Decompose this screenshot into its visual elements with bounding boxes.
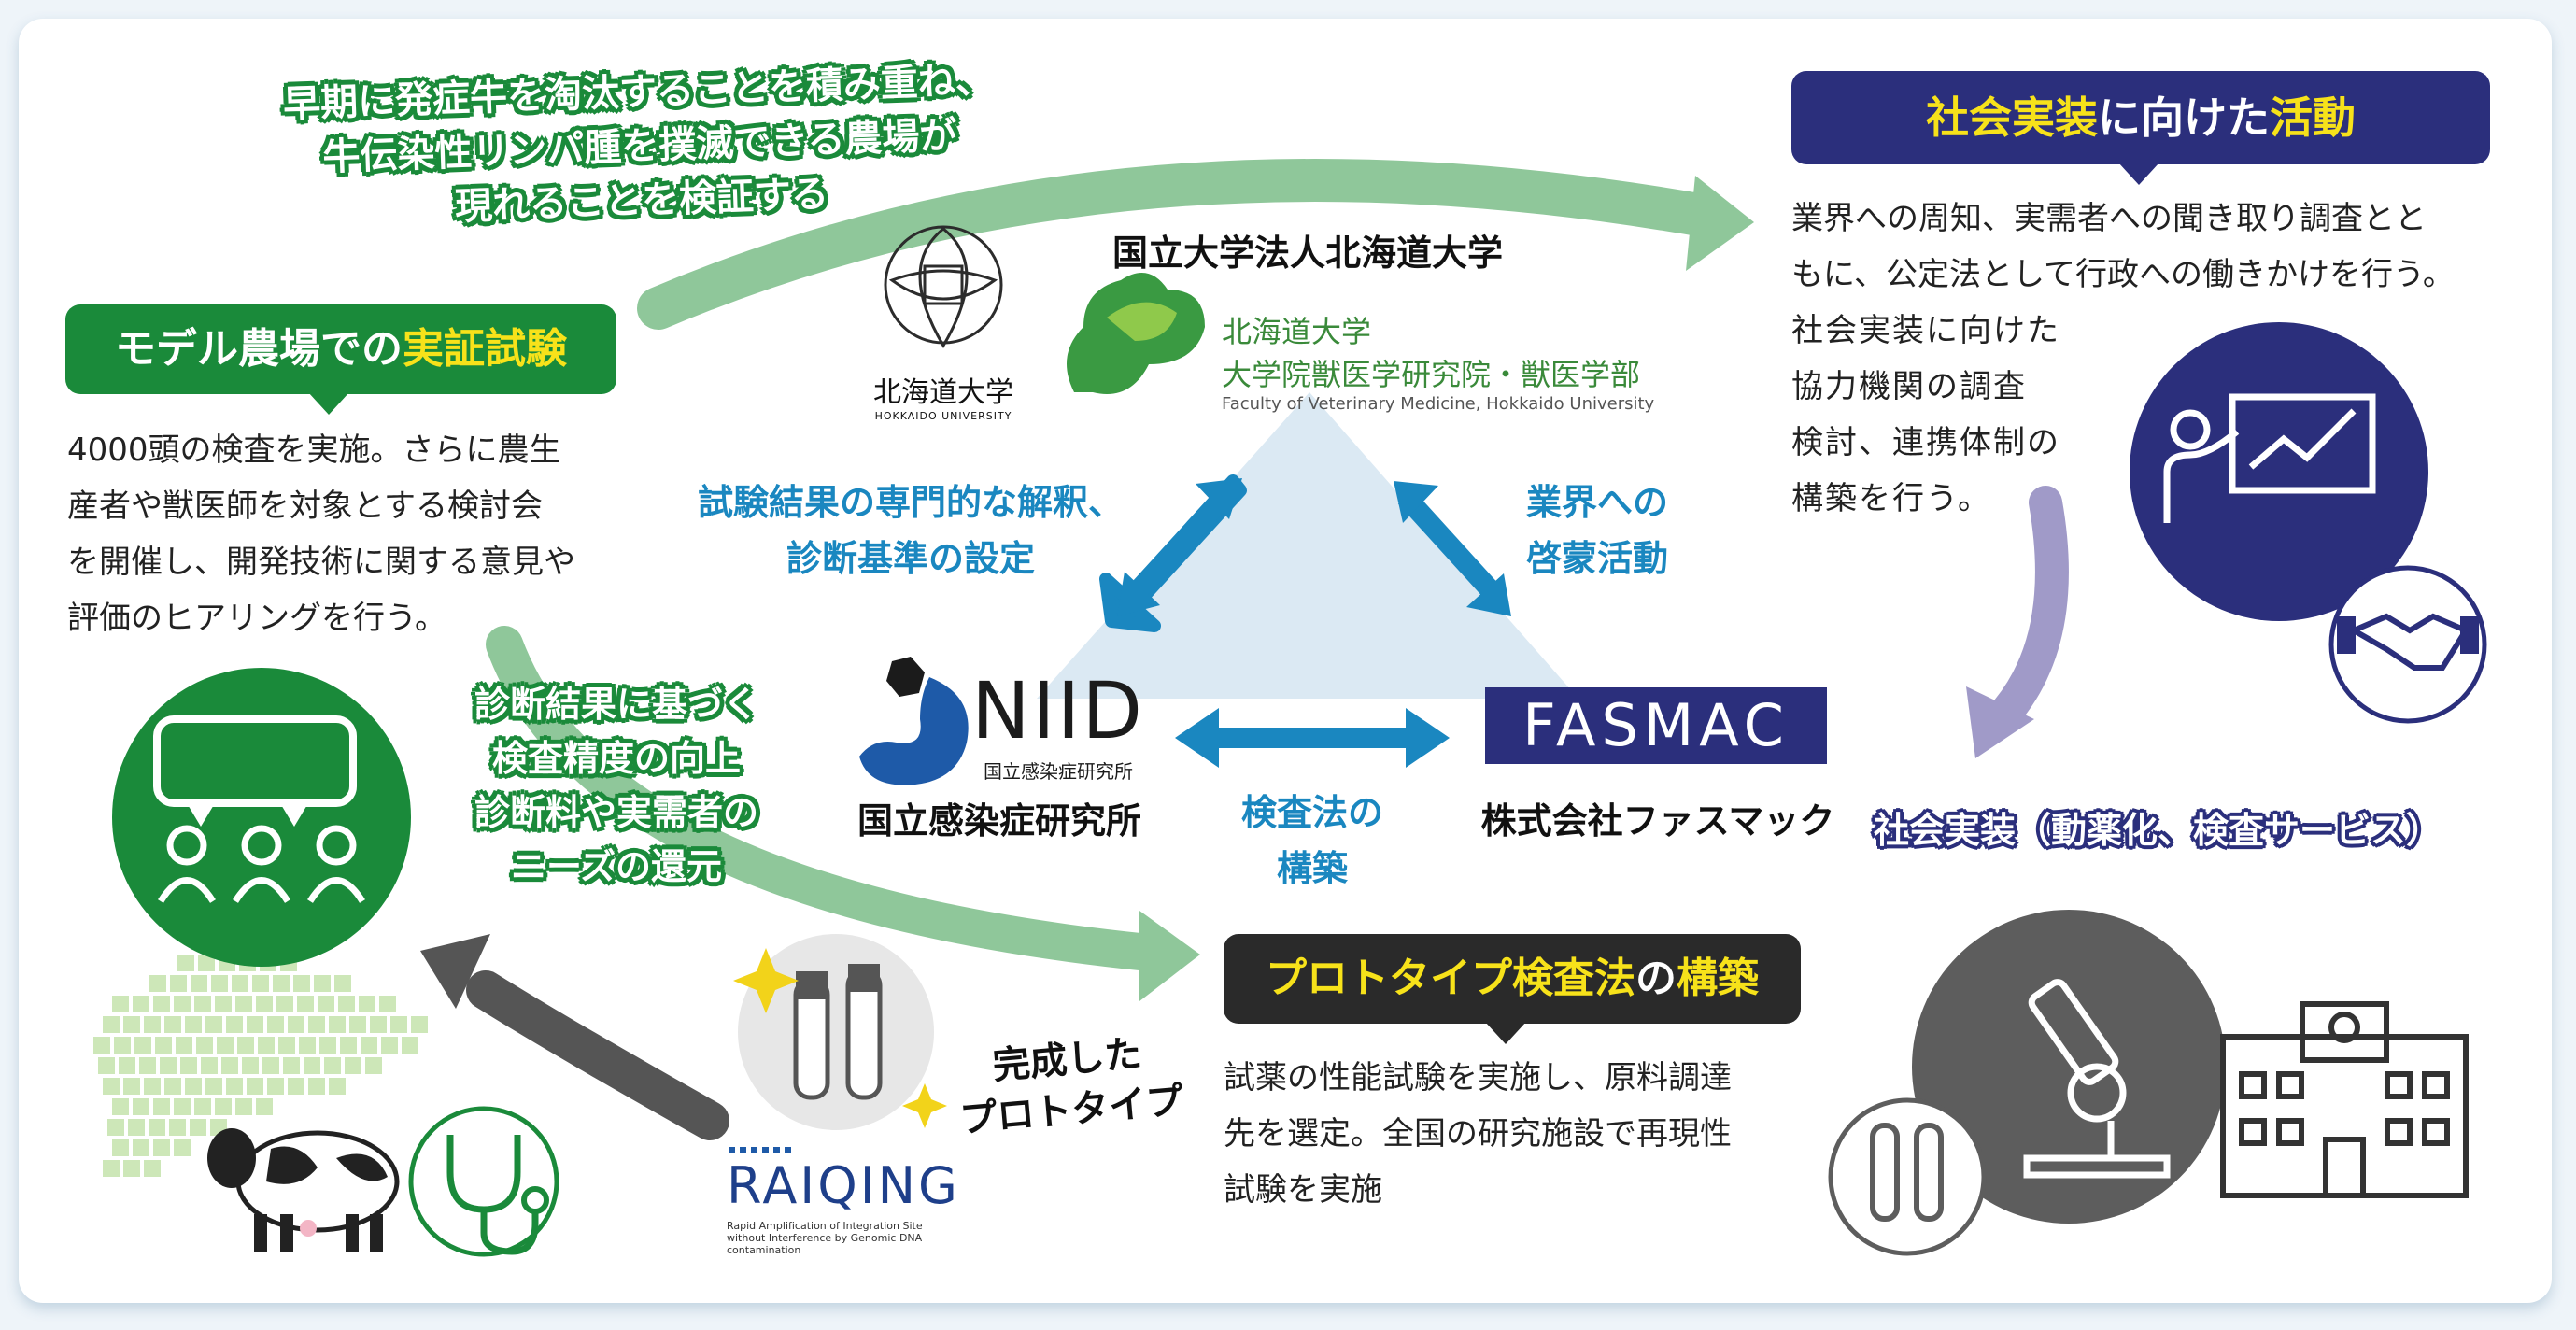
model-farm-header: モデル農場での実証試験 (65, 304, 616, 415)
discussion-icon (112, 668, 411, 967)
expert-interpretation-label: 試験結果の専門的な解釈、 診断基準の設定 (697, 482, 1124, 579)
triangle-arrows (1099, 474, 1511, 768)
feedback-curve-arrow (486, 626, 1168, 971)
raiqing-logo: RAIQING (727, 1156, 960, 1215)
handshake-icon (2328, 565, 2487, 724)
prototype-tubes-icon (733, 934, 947, 1130)
hokkaido-university-logo-text: 北海道大学 HOKKAIDO UNIVERSITY (873, 376, 1013, 422)
feedback-label: 診断結果に基づく 検査精度の向上 診断料や実需者の ニーズの還元 (474, 684, 758, 887)
collaboration-triangle (1037, 392, 1578, 699)
social-activity-header: 社会実装に向けた活動 (1791, 71, 2490, 185)
vet-school-logo-icon (1067, 273, 1205, 394)
model-farm-body: 4000頭の検査を実施。さらに農生 産者や獣医師を対象とする検討会 を開催し、開… (67, 432, 575, 637)
social-implementation-arrow (1991, 486, 2069, 727)
niid-logo: NIID (971, 665, 1145, 757)
stethoscope-icon (408, 1106, 559, 1257)
niid-name: 国立感染症研究所 (856, 800, 1141, 842)
niid-logo-subtext: 国立感染症研究所 (984, 760, 1133, 783)
fasmac-logo: FASMAC (1485, 687, 1827, 764)
test-tubes-icon (1828, 1097, 1987, 1256)
top-arrow-text: 早期に発症牛を淘汰することを積み重ね、 牛伝染性リンパ腫を撲滅できる農場が 現れ… (282, 58, 994, 229)
return-arrow (466, 970, 729, 1140)
fasmac-name: 株式会社ファスマック (1480, 800, 1835, 842)
prototype-body: 試薬の性能試験を実施し、原料調達 先を選定。全国の研究施設で再現性 試験を実施 (1224, 1059, 1732, 1209)
social-activity-body-narrow: 社会実装に向けた 協力機関の調査 検討、連携体制の 構築を行う。 (1791, 312, 2060, 517)
raiqing-subtext: Rapid Amplification of Integration Site … (727, 1220, 923, 1256)
raiqing-dots-icon (729, 1147, 791, 1153)
method-construction-label: 検査法の 構築 (1240, 792, 1383, 889)
niid-logo-icon (859, 657, 969, 785)
hokkaido-map-icon (93, 934, 428, 1177)
hokkaido-university-crest-icon (884, 225, 1003, 348)
prototype-header: プロトタイプ検査法の構築 (1224, 934, 1801, 1044)
social-activity-body-wide: 業界への周知、実需者への聞き取り調査とと もに、公定法として行政への働きかけを行… (1791, 200, 2455, 293)
industry-awareness-label: 業界への 啓蒙活動 (1525, 482, 1668, 579)
social-implementation-label: 社会実装（動薬化、検査サービス） (1873, 810, 2442, 851)
top-arc-arrow (637, 159, 1731, 330)
presentation-icon (2130, 322, 2428, 621)
cow-icon (207, 1128, 400, 1252)
vet-school-logo-text: 北海道大学 大学院獣医学研究院・獣医学部 Faculty of Veterina… (1222, 314, 1655, 414)
building-icon (2220, 1001, 2469, 1198)
microscope-icon (1912, 910, 2226, 1224)
hokkaido-university-title: 国立大学法人北海道大学 (1111, 233, 1503, 274)
